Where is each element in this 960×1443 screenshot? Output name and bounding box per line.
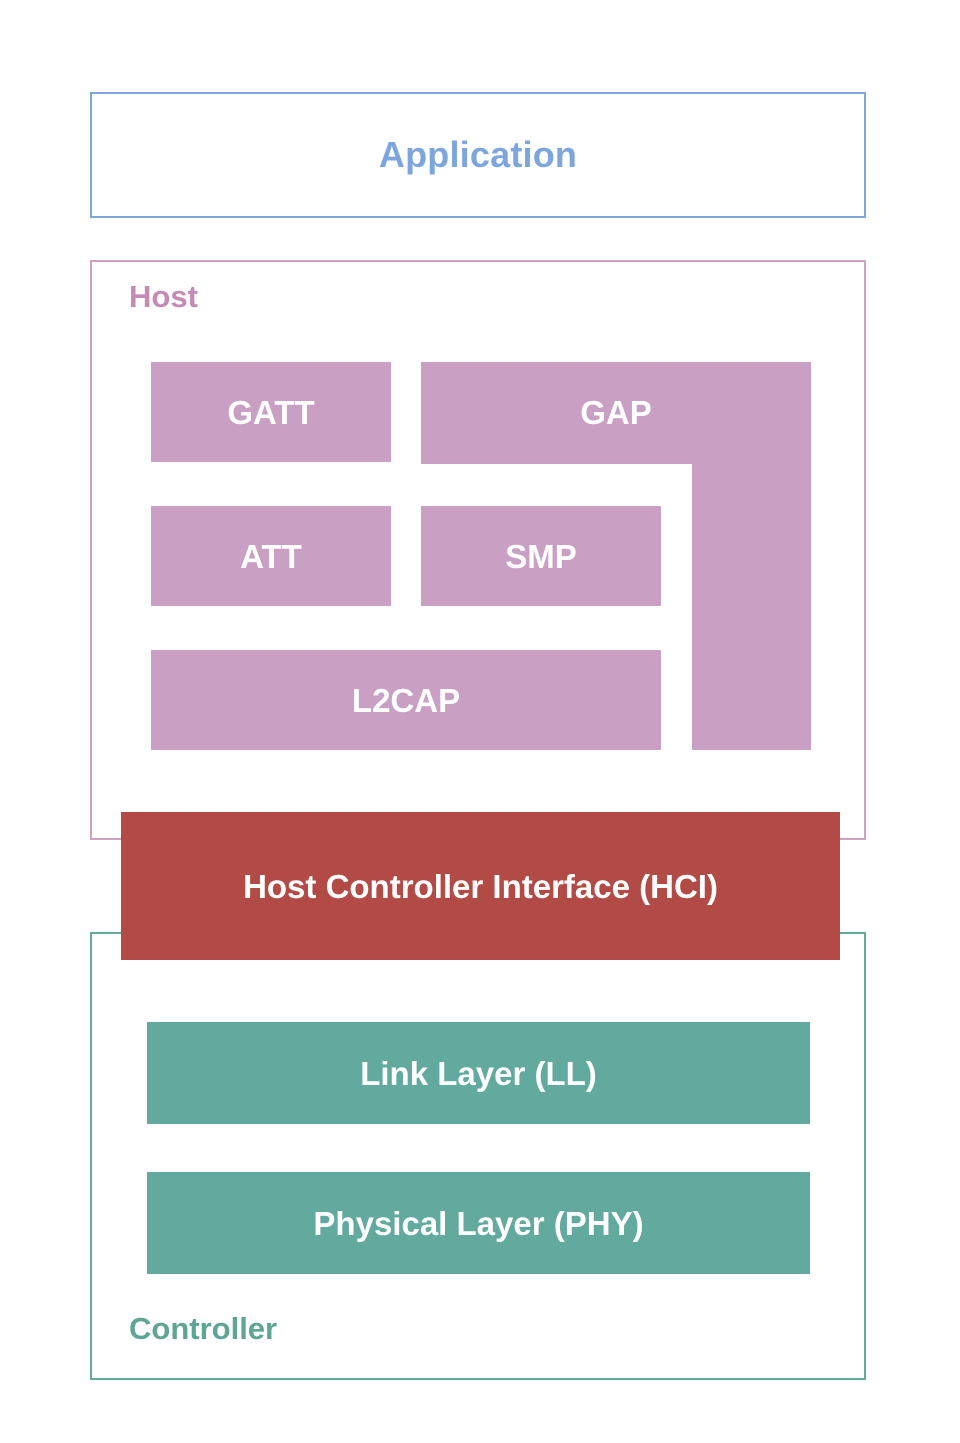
- host-block-l2cap: L2CAP: [151, 650, 661, 750]
- controller-title-label: Controller: [129, 1311, 278, 1346]
- application-label: Application: [378, 134, 578, 175]
- application-layer-box: Application: [90, 92, 866, 218]
- host-block-gap-label: GAP: [580, 393, 652, 431]
- host-block-smp: SMP: [421, 506, 661, 606]
- controller-block-physical-layer: Physical Layer (PHY): [147, 1172, 810, 1274]
- controller-block-link-layer: Link Layer (LL): [147, 1022, 810, 1124]
- host-block-att: ATT: [151, 506, 391, 606]
- host-controller-interface-bar: Host Controller Interface (HCI): [121, 812, 840, 960]
- host-block-gatt: GATT: [151, 362, 391, 462]
- host-title-label: Host: [129, 279, 198, 314]
